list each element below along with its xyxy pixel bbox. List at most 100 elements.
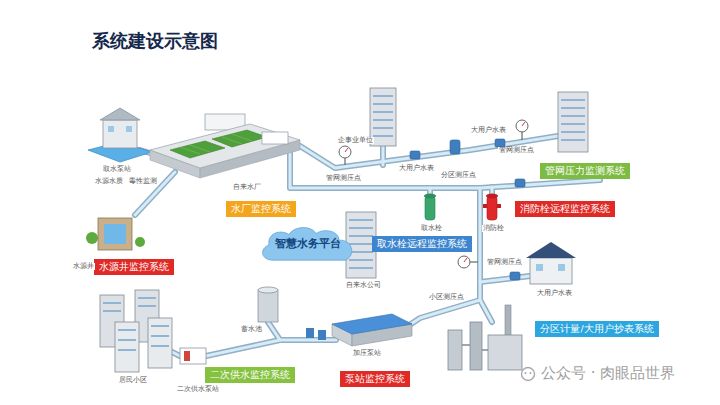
device-label: 管网测压点 bbox=[325, 175, 362, 182]
storage-tank bbox=[258, 287, 278, 322]
window bbox=[126, 126, 132, 132]
label-anchor: 毒性监测 bbox=[128, 178, 158, 185]
gauge-needle bbox=[522, 122, 525, 126]
hydrant-body bbox=[487, 196, 497, 220]
tank-body bbox=[258, 290, 278, 322]
label-anchor: 管网测压点 bbox=[498, 147, 535, 154]
pipe bbox=[405, 188, 480, 328]
system-label-box: 取水栓远程监控系统 bbox=[372, 236, 472, 252]
pressure-gauge bbox=[339, 146, 351, 165]
system-name: 二次供水监控系统 bbox=[210, 369, 290, 380]
device-label: 管网测压点 bbox=[486, 259, 523, 266]
system-label-box: 消防栓远程监控系统 bbox=[515, 201, 615, 217]
factory bbox=[448, 305, 522, 370]
icon-bubble bbox=[522, 368, 535, 381]
device-label: 大用户水表 bbox=[398, 165, 435, 172]
watermark: 公众号 · 肉眼品世界 bbox=[540, 365, 676, 382]
plant-building bbox=[262, 132, 288, 144]
plant-hall bbox=[488, 335, 522, 370]
pipe bbox=[268, 322, 336, 340]
tower bbox=[470, 322, 482, 370]
system-label-box: 水厂监控系统 bbox=[226, 201, 296, 217]
residential-area bbox=[100, 290, 172, 372]
label-anchor: 大用户水表 bbox=[470, 127, 507, 134]
tank-grid bbox=[180, 134, 252, 154]
system-name: 管网压力监测系统 bbox=[545, 165, 625, 176]
window-rows bbox=[349, 220, 373, 268]
station-roof bbox=[332, 314, 412, 334]
label-anchor: 公众号 · 肉眼品世界 bbox=[540, 365, 676, 382]
watermark-icon bbox=[522, 368, 535, 381]
label-anchor: 自来水厂 bbox=[232, 184, 262, 191]
tower bbox=[448, 330, 462, 370]
device-label: 毒性监测 bbox=[128, 178, 158, 185]
pipe bbox=[300, 136, 558, 168]
pipe bbox=[206, 340, 280, 356]
system-label-box: 二次供水监控系统 bbox=[205, 367, 295, 383]
pump bbox=[318, 330, 326, 340]
label-anchor: 自来水公司 bbox=[345, 282, 382, 289]
pipe bbox=[405, 188, 480, 328]
pipe bbox=[268, 322, 336, 340]
page-title: 系统建设示意图 bbox=[92, 29, 218, 53]
water-plant bbox=[150, 114, 300, 178]
label-anchor: 大用户水表 bbox=[536, 290, 573, 297]
station-building bbox=[103, 120, 137, 148]
fire-hydrant bbox=[483, 194, 501, 221]
pipe bbox=[382, 146, 385, 165]
water-meter bbox=[515, 179, 525, 187]
pump bbox=[306, 328, 314, 338]
device-label: 大用户水表 bbox=[470, 127, 507, 134]
water-meter bbox=[495, 139, 505, 147]
window bbox=[108, 126, 114, 132]
gauge-needle bbox=[464, 258, 467, 262]
icon-dot bbox=[525, 372, 527, 374]
pressure-gauge bbox=[516, 120, 528, 140]
label-anchor: 管网测压点 bbox=[486, 259, 523, 266]
intake-station bbox=[88, 108, 152, 162]
gauge-stem bbox=[521, 132, 522, 140]
system-label-box: 分区计量/大用户抄表系统 bbox=[535, 321, 659, 337]
zone-valve bbox=[450, 140, 460, 154]
hydrant-cap bbox=[424, 194, 436, 199]
chimney bbox=[505, 305, 511, 337]
label-anchor: 分区测压点 bbox=[440, 172, 477, 179]
device-label: 企事业单位 bbox=[337, 137, 374, 144]
icon-dot bbox=[530, 372, 532, 374]
pipe bbox=[480, 300, 492, 322]
pipework bbox=[462, 345, 488, 350]
device-label: 大用户水表 bbox=[536, 290, 573, 297]
station-roof bbox=[100, 108, 140, 120]
device-label: 水源水质 bbox=[94, 178, 124, 185]
label-anchor: 大用户水表 bbox=[398, 165, 435, 172]
system-name: 水厂监控系统 bbox=[231, 203, 291, 214]
label-anchor: 取水泵站 bbox=[102, 166, 132, 173]
water-meter bbox=[410, 151, 420, 159]
filter-tank bbox=[170, 141, 225, 158]
system-name: 消防栓远程监控系统 bbox=[520, 203, 610, 214]
device-label: 水源井 bbox=[72, 263, 95, 270]
label-anchor: 水源井 bbox=[72, 263, 95, 270]
label-anchor: 消防栓 bbox=[482, 225, 505, 232]
label-anchor: 取水栓 bbox=[420, 225, 443, 232]
pipe bbox=[480, 276, 530, 282]
label-anchor: 二次供水泵站 bbox=[176, 386, 220, 393]
hydrant-nozzle bbox=[497, 204, 501, 208]
plant-platform bbox=[150, 124, 300, 168]
cloud-outline bbox=[263, 228, 352, 261]
window bbox=[558, 264, 565, 271]
control-cabinet bbox=[184, 351, 190, 361]
label-anchor: 居民小区 bbox=[118, 377, 148, 384]
label-anchor: 企事业单位 bbox=[337, 137, 374, 144]
pipe bbox=[480, 300, 492, 322]
device-label: 蓄水池 bbox=[240, 326, 263, 333]
gauge-dial bbox=[458, 256, 470, 268]
system-label-box: 管网压力监测系统 bbox=[540, 163, 630, 179]
device-label: 管网测压点 bbox=[498, 147, 535, 154]
system-name: 泵站监控系统 bbox=[345, 373, 405, 384]
device-label: 二次供水泵站 bbox=[176, 386, 220, 393]
platform-cloud: 智慧水务平台 bbox=[258, 225, 358, 263]
well-water bbox=[104, 224, 126, 244]
window-rows bbox=[373, 96, 393, 136]
